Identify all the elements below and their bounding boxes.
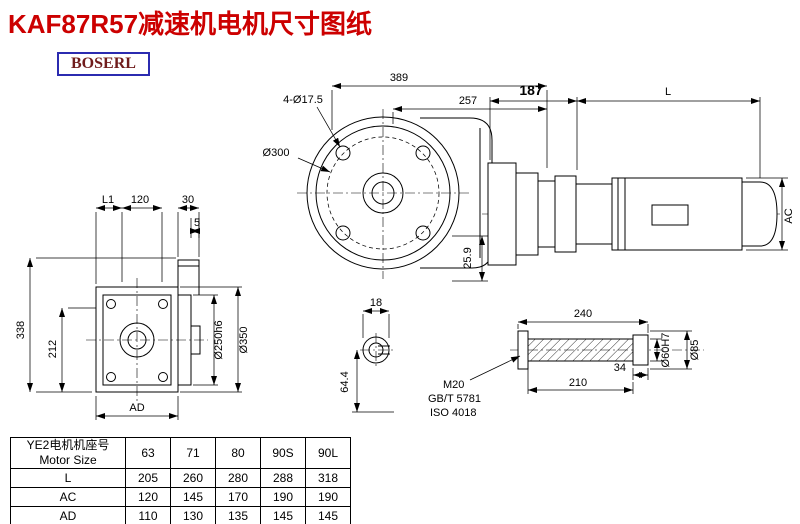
table-cell: 318	[305, 468, 351, 488]
dim-240: 240	[574, 308, 592, 320]
table-header-en: Motor Size	[39, 453, 97, 467]
dim-AD: AD	[129, 402, 144, 414]
dim-120: 120	[131, 194, 149, 206]
table-col-80: 80	[215, 437, 261, 469]
table-cell: 135	[215, 506, 261, 524]
motor-dimensions: 187 L AC	[489, 82, 795, 251]
motor-nameplate	[651, 204, 689, 226]
table-cell: 190	[260, 487, 306, 507]
gearbox-dimensions: L1 120 30 5 338 212 AD Ø250h6	[15, 194, 250, 420]
threaded-rod	[527, 338, 634, 362]
motor-body	[611, 177, 743, 251]
front-view-dimensions: 389 257 4-Ø17.5 Ø300 25.9 18 64.4	[263, 72, 548, 413]
table-cell: 288	[260, 468, 306, 488]
table-col-63: 63	[125, 437, 171, 469]
bolt-hole	[335, 145, 351, 161]
thread-label: M20	[443, 379, 464, 391]
table-header-cn: YE2电机机座号	[26, 438, 110, 452]
table-cell: 145	[260, 506, 306, 524]
dim-spigot: Ø250h6	[213, 320, 225, 359]
dim-212: 212	[47, 340, 59, 358]
dim-bore: Ø60H7	[660, 333, 672, 368]
dim-210: 210	[569, 377, 587, 389]
table-cell: 260	[170, 468, 216, 488]
standard-gb-label: GB/T 5781	[428, 393, 481, 405]
dim-flange-od: Ø350	[238, 327, 250, 354]
table-col-71: 71	[170, 437, 216, 469]
table-col-90s: 90S	[260, 437, 306, 469]
table-header-row: YE2电机机座号 Motor Size 63 71 80 90S 90L	[10, 437, 351, 469]
table-cell: 145	[170, 487, 216, 507]
dim-257: 257	[459, 95, 477, 107]
dim-25-9: 25.9	[462, 247, 474, 268]
table-cell: 170	[215, 487, 261, 507]
motor-side-view	[482, 162, 780, 266]
table-cell: 145	[305, 506, 351, 524]
table-row-L: L 205 260 280 288 318	[10, 468, 351, 488]
table-header-motor-size: YE2电机机座号 Motor Size	[10, 437, 126, 469]
shaft-detail-dimensions: 240 34 210 M20 GB/T 5781 ISO 4018 Ø60H7 …	[428, 308, 701, 419]
dim-64-4: 64.4	[339, 371, 351, 392]
dim-389: 389	[390, 72, 408, 84]
bolt-hole	[415, 145, 431, 161]
table-cell: 130	[170, 506, 216, 524]
dim-hub: Ø85	[689, 340, 701, 361]
table-row-AD: AD 110 130 135 145 145	[10, 506, 351, 524]
row-label-L: L	[10, 468, 126, 488]
dim-30: 30	[182, 194, 194, 206]
dim-187: 187	[519, 82, 543, 98]
table-cell: 205	[125, 468, 171, 488]
standard-iso-label: ISO 4018	[430, 407, 476, 419]
dim-5: 5	[194, 217, 200, 229]
table-cell: 280	[215, 468, 261, 488]
dim-L1: L1	[102, 194, 114, 206]
fan-cover	[741, 181, 778, 247]
table-row-AC: AC 120 145 170 190 190	[10, 487, 351, 507]
dim-338: 338	[15, 321, 27, 339]
row-label-AC: AC	[10, 487, 126, 507]
table-col-90l: 90L	[305, 437, 351, 469]
dim-flange-diameter: Ø300	[263, 147, 290, 159]
input-shaft-end-view	[360, 333, 394, 367]
dim-L: L	[665, 86, 671, 98]
table-cell: 190	[305, 487, 351, 507]
page-title: KAF87R57减速机电机尺寸图纸	[8, 9, 373, 39]
table-cell: 120	[125, 487, 171, 507]
dim-34: 34	[614, 362, 626, 374]
bolt-hole	[335, 225, 351, 241]
table-cell: 110	[125, 506, 171, 524]
dim-18: 18	[370, 297, 382, 309]
shaft-detail	[510, 330, 704, 370]
bolt-hole	[415, 225, 431, 241]
front-view	[297, 109, 493, 279]
dim-bolt-holes: 4-Ø17.5	[283, 94, 323, 106]
row-label-AD: AD	[10, 506, 126, 524]
dim-AC: AC	[783, 208, 795, 223]
gearbox-side-view	[86, 259, 208, 402]
motor-size-table: YE2电机机座号 Motor Size 63 71 80 90S 90L L 2…	[10, 437, 351, 524]
brand-logo: BOSERL	[57, 52, 150, 76]
